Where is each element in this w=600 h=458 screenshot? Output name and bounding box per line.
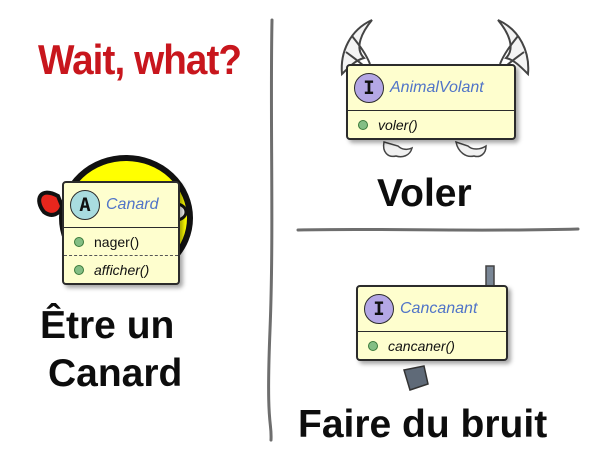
method-label: cancaner() <box>388 337 455 354</box>
class-box-cancanant[interactable]: I Cancanant cancaner() <box>356 285 508 361</box>
vertical-divider <box>267 18 274 442</box>
method-label: voler() <box>378 116 418 133</box>
class-name: Canard <box>106 196 159 213</box>
method-row[interactable]: afficher() <box>64 255 178 283</box>
wings-icon <box>340 19 530 77</box>
abstract-stereotype-icon: A <box>70 190 100 220</box>
caption-voler: Voler <box>377 172 472 215</box>
public-method-icon <box>74 264 84 275</box>
method-label: afficher() <box>94 261 150 278</box>
method-row[interactable]: cancaner() <box>358 332 506 359</box>
class-box-canard[interactable]: A Canard nager() afficher() <box>62 181 180 285</box>
class-header: I AnimalVolant <box>348 66 514 110</box>
caption-etre-un: Être un <box>40 304 175 347</box>
public-method-icon <box>74 236 84 247</box>
public-method-icon <box>358 119 368 130</box>
class-box-animal-volant[interactable]: I AnimalVolant voler() <box>346 64 516 140</box>
class-name: AnimalVolant <box>390 79 484 96</box>
method-row[interactable]: nager() <box>64 228 178 255</box>
interface-stereotype-icon: I <box>354 73 384 103</box>
compartment-separator <box>64 227 178 228</box>
caption-canard: Canard <box>48 352 183 395</box>
interface-stereotype-icon: I <box>364 294 394 324</box>
method-row[interactable]: voler() <box>348 111 514 138</box>
compartment-separator <box>358 331 506 332</box>
class-name: Cancanant <box>400 300 478 317</box>
compartment-separator <box>348 110 514 111</box>
bird-feet-icon <box>382 140 487 158</box>
headline: Wait, what? <box>38 36 242 83</box>
method-label: nager() <box>94 233 140 250</box>
class-header: I Cancanant <box>358 287 506 331</box>
horizontal-divider <box>296 227 580 232</box>
class-header: A Canard <box>64 183 178 227</box>
caption-faire-du-bruit: Faire du bruit <box>298 403 548 446</box>
public-method-icon <box>368 340 378 351</box>
